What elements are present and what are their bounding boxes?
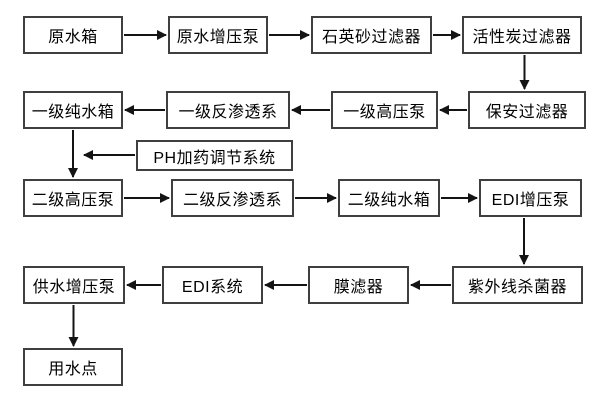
flow-node-label-ph-dosing-system: PH加药调节系统 bbox=[153, 149, 276, 167]
flow-node-label-activated-carbon-filter: 活性炭过滤器 bbox=[472, 29, 572, 46]
flow-node-stage2-pure-water-tank: 二级纯水箱 bbox=[338, 179, 440, 217]
flow-node-raw-water-tank: 原水箱 bbox=[23, 16, 123, 54]
flow-node-label-stage1-high-pressure-pump: 一级高压泵 bbox=[343, 104, 426, 121]
flow-node-label-edi-system: EDI系统 bbox=[181, 279, 244, 296]
flow-node-label-stage1-reverse-osmosis: 一级反渗透系 bbox=[178, 104, 278, 121]
flow-node-edi-system: EDI系统 bbox=[162, 266, 263, 304]
flow-node-raw-water-booster-pump: 原水增压泵 bbox=[168, 16, 268, 54]
flow-node-label-membrane-filter: 膜滤器 bbox=[333, 279, 384, 296]
flow-node-water-supply-booster-pump: 供水增压泵 bbox=[23, 266, 125, 304]
flow-node-security-filter: 保安过滤器 bbox=[468, 91, 586, 129]
flow-node-stage2-high-pressure-pump: 二级高压泵 bbox=[23, 179, 123, 217]
flow-node-label-water-use-point: 用水点 bbox=[48, 361, 98, 378]
flow-node-stage1-reverse-osmosis: 一级反渗透系 bbox=[166, 91, 290, 129]
flow-node-activated-carbon-filter: 活性炭过滤器 bbox=[462, 16, 582, 54]
flow-node-label-water-supply-booster-pump: 供水增压泵 bbox=[32, 279, 116, 296]
flow-node-stage2-reverse-osmosis: 二级反渗透系 bbox=[171, 179, 294, 217]
flow-node-stage1-pure-water-tank: 一级纯水箱 bbox=[23, 91, 123, 129]
flow-node-water-use-point: 用水点 bbox=[23, 348, 123, 386]
flow-node-label-raw-water-tank: 原水箱 bbox=[48, 29, 98, 46]
flow-node-edi-booster-pump: EDI增压泵 bbox=[479, 179, 582, 217]
flow-node-label-quartz-sand-filter: 石英砂过滤器 bbox=[321, 29, 421, 46]
flow-node-uv-sterilizer: 紫外线杀菌器 bbox=[452, 266, 583, 304]
flow-node-label-stage2-pure-water-tank: 二级纯水箱 bbox=[347, 192, 431, 209]
flow-node-label-security-filter: 保安过滤器 bbox=[485, 104, 569, 121]
flow-node-label-stage1-pure-water-tank: 一级纯水箱 bbox=[31, 104, 115, 121]
flow-node-label-stage2-high-pressure-pump: 二级高压泵 bbox=[31, 192, 115, 209]
flow-node-quartz-sand-filter: 石英砂过滤器 bbox=[311, 16, 432, 54]
flow-node-ph-dosing-system: PH加药调节系统 bbox=[136, 140, 293, 171]
flow-node-label-stage2-reverse-osmosis: 二级反渗透系 bbox=[182, 192, 282, 209]
flow-node-label-raw-water-booster-pump: 原水增压泵 bbox=[176, 29, 260, 46]
flow-node-label-uv-sterilizer: 紫外线杀菌器 bbox=[467, 279, 567, 296]
flow-node-membrane-filter: 膜滤器 bbox=[308, 266, 409, 304]
flow-node-stage1-high-pressure-pump: 一级高压泵 bbox=[331, 91, 438, 129]
flow-node-label-edi-booster-pump: EDI增压泵 bbox=[491, 192, 570, 209]
